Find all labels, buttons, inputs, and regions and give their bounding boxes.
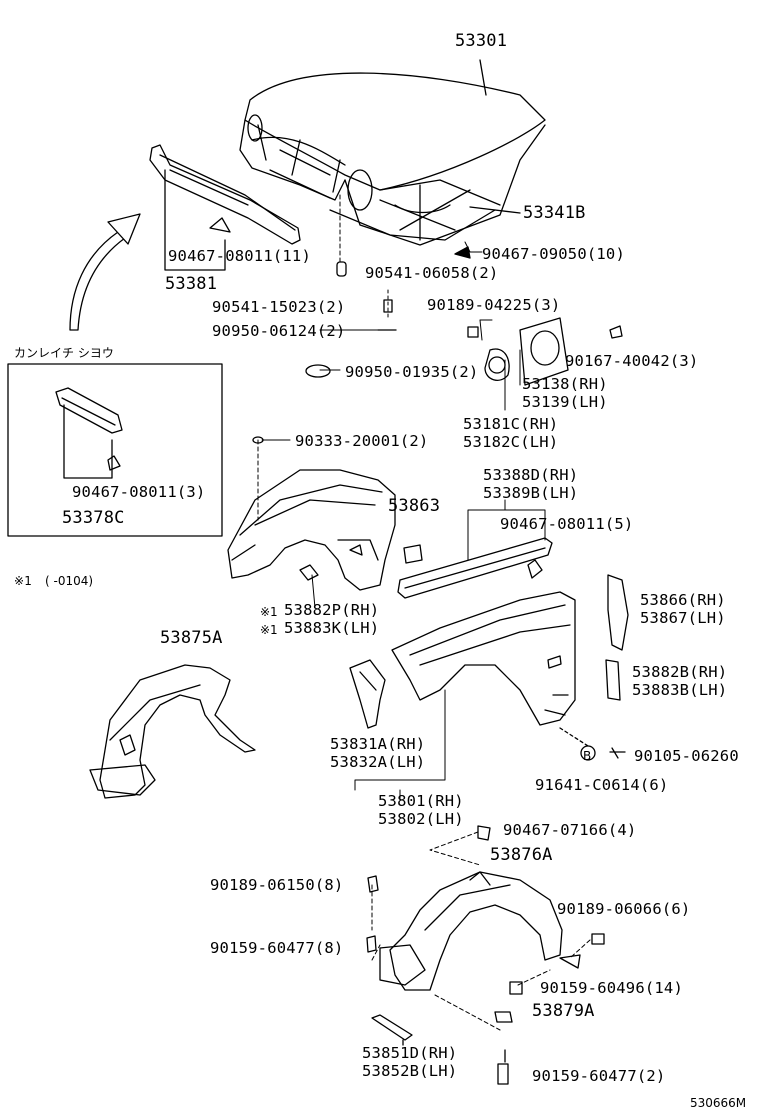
label-plug-1935: 90950-01935(2) [345, 363, 479, 381]
label-garnish-lh: 53389B(LH) [483, 484, 579, 502]
small-parts [252, 246, 623, 444]
label-rear-liner: 53876A [490, 845, 553, 865]
diagram-id: 530666M [690, 1096, 747, 1110]
label-clip-8011-5: 90467-08011(5) [500, 515, 634, 533]
label-seal-lh: 53182C(LH) [463, 433, 559, 451]
label-clip-7166: 90467-07166(4) [503, 821, 637, 839]
label-plug-20001: 90333-20001(2) [295, 432, 429, 450]
label-nut-c0614: 91641-C0614(6) [535, 776, 669, 794]
label-clip-9050: 90467-09050(10) [482, 245, 625, 263]
label-screw-60477-2: 90159-60477(2) [532, 1067, 666, 1085]
leader-lines [257, 194, 546, 801]
label-washer-6124: 90950-06124(2) [212, 322, 346, 340]
label-nut-4225: 90189-04225(3) [427, 296, 561, 314]
label-screw-60496: 90159-60496(14) [540, 979, 683, 997]
label-hood-seal: 53341B [523, 203, 586, 223]
side-seals-drawing [605, 574, 629, 701]
label-fender-rh: 53801(RH) [378, 792, 464, 810]
label-garnish-rh: 53388D(RH) [483, 466, 579, 484]
label-bracket-rh: 53831A(RH) [330, 735, 426, 753]
fasteners-mid [559, 727, 626, 761]
label-clip-8011-11: 90467-08011(11) [168, 247, 311, 265]
rubber-strip-drawing [149, 144, 301, 271]
label-note-katakana: カンレイチ シヨウ [14, 346, 114, 360]
label-bolt-6260: 90105-06260 [634, 747, 739, 765]
label-screw-40042: 90167-40042(3) [565, 352, 699, 370]
label-front-liner: 53875A [160, 628, 223, 648]
fender-main-drawing [391, 591, 576, 726]
label-screw-60477-8: 90159-60477(8) [210, 939, 344, 957]
label-shield-lh: 53852B(LH) [362, 1062, 458, 1080]
label-liner-lh: 53883K(LH) [284, 619, 380, 637]
label-mark-b: B [583, 749, 592, 763]
label-pad-rh: 53882B(RH) [632, 663, 728, 681]
label-bracket-lh: 53832A(LH) [330, 753, 426, 771]
fender-rh-drawing [227, 469, 396, 591]
label-nut-6066: 90189-06066(6) [557, 900, 691, 918]
leader-lines-lower [371, 831, 591, 1031]
hood-drawing [239, 59, 546, 246]
label-seal-inset: 53378C [62, 508, 125, 528]
label-hood: 53301 [455, 31, 508, 51]
fasteners-lower [366, 825, 605, 1085]
label-liner-rh: 53882P(RH) [284, 601, 380, 619]
label-cushion-6058: 90541-06058(2) [365, 264, 499, 282]
label-fender-lh: 53802(LH) [378, 810, 464, 828]
liner-rear-drawing [379, 871, 581, 991]
label-cover-rh: 53138(RH) [522, 375, 608, 393]
label-shield-rh: 53851D(RH) [362, 1044, 458, 1062]
label-liner-rh-mark: ※1 [260, 605, 278, 619]
label-part-53879a: 53879A [532, 1001, 595, 1021]
liner-front-drawing [89, 664, 256, 799]
label-nut-6150: 90189-06150(8) [210, 876, 344, 894]
label-rubber-53381: 53381 [165, 274, 218, 294]
label-seal-67-lh: 53867(LH) [640, 609, 726, 627]
inset-drawing [7, 363, 223, 537]
label-liner-lh-mark: ※1 [260, 623, 278, 637]
label-part-53863: 53863 [388, 496, 441, 516]
label-seal-rh: 53181C(RH) [463, 415, 559, 433]
label-seal-66-rh: 53866(RH) [640, 591, 726, 609]
label-cushion-15023: 90541-15023(2) [212, 298, 346, 316]
label-clip-8011-3: 90467-08011(3) [72, 483, 206, 501]
label-cover-lh: 53139(LH) [522, 393, 608, 411]
footnote-range: ( -0104) [45, 574, 94, 588]
label-pad-lh: 53883B(LH) [632, 681, 728, 699]
footnote-mark: ※1 [14, 574, 33, 588]
arrow-drawing [69, 213, 141, 331]
bracket-drawing [349, 659, 386, 729]
garnish-drawing [397, 537, 553, 599]
